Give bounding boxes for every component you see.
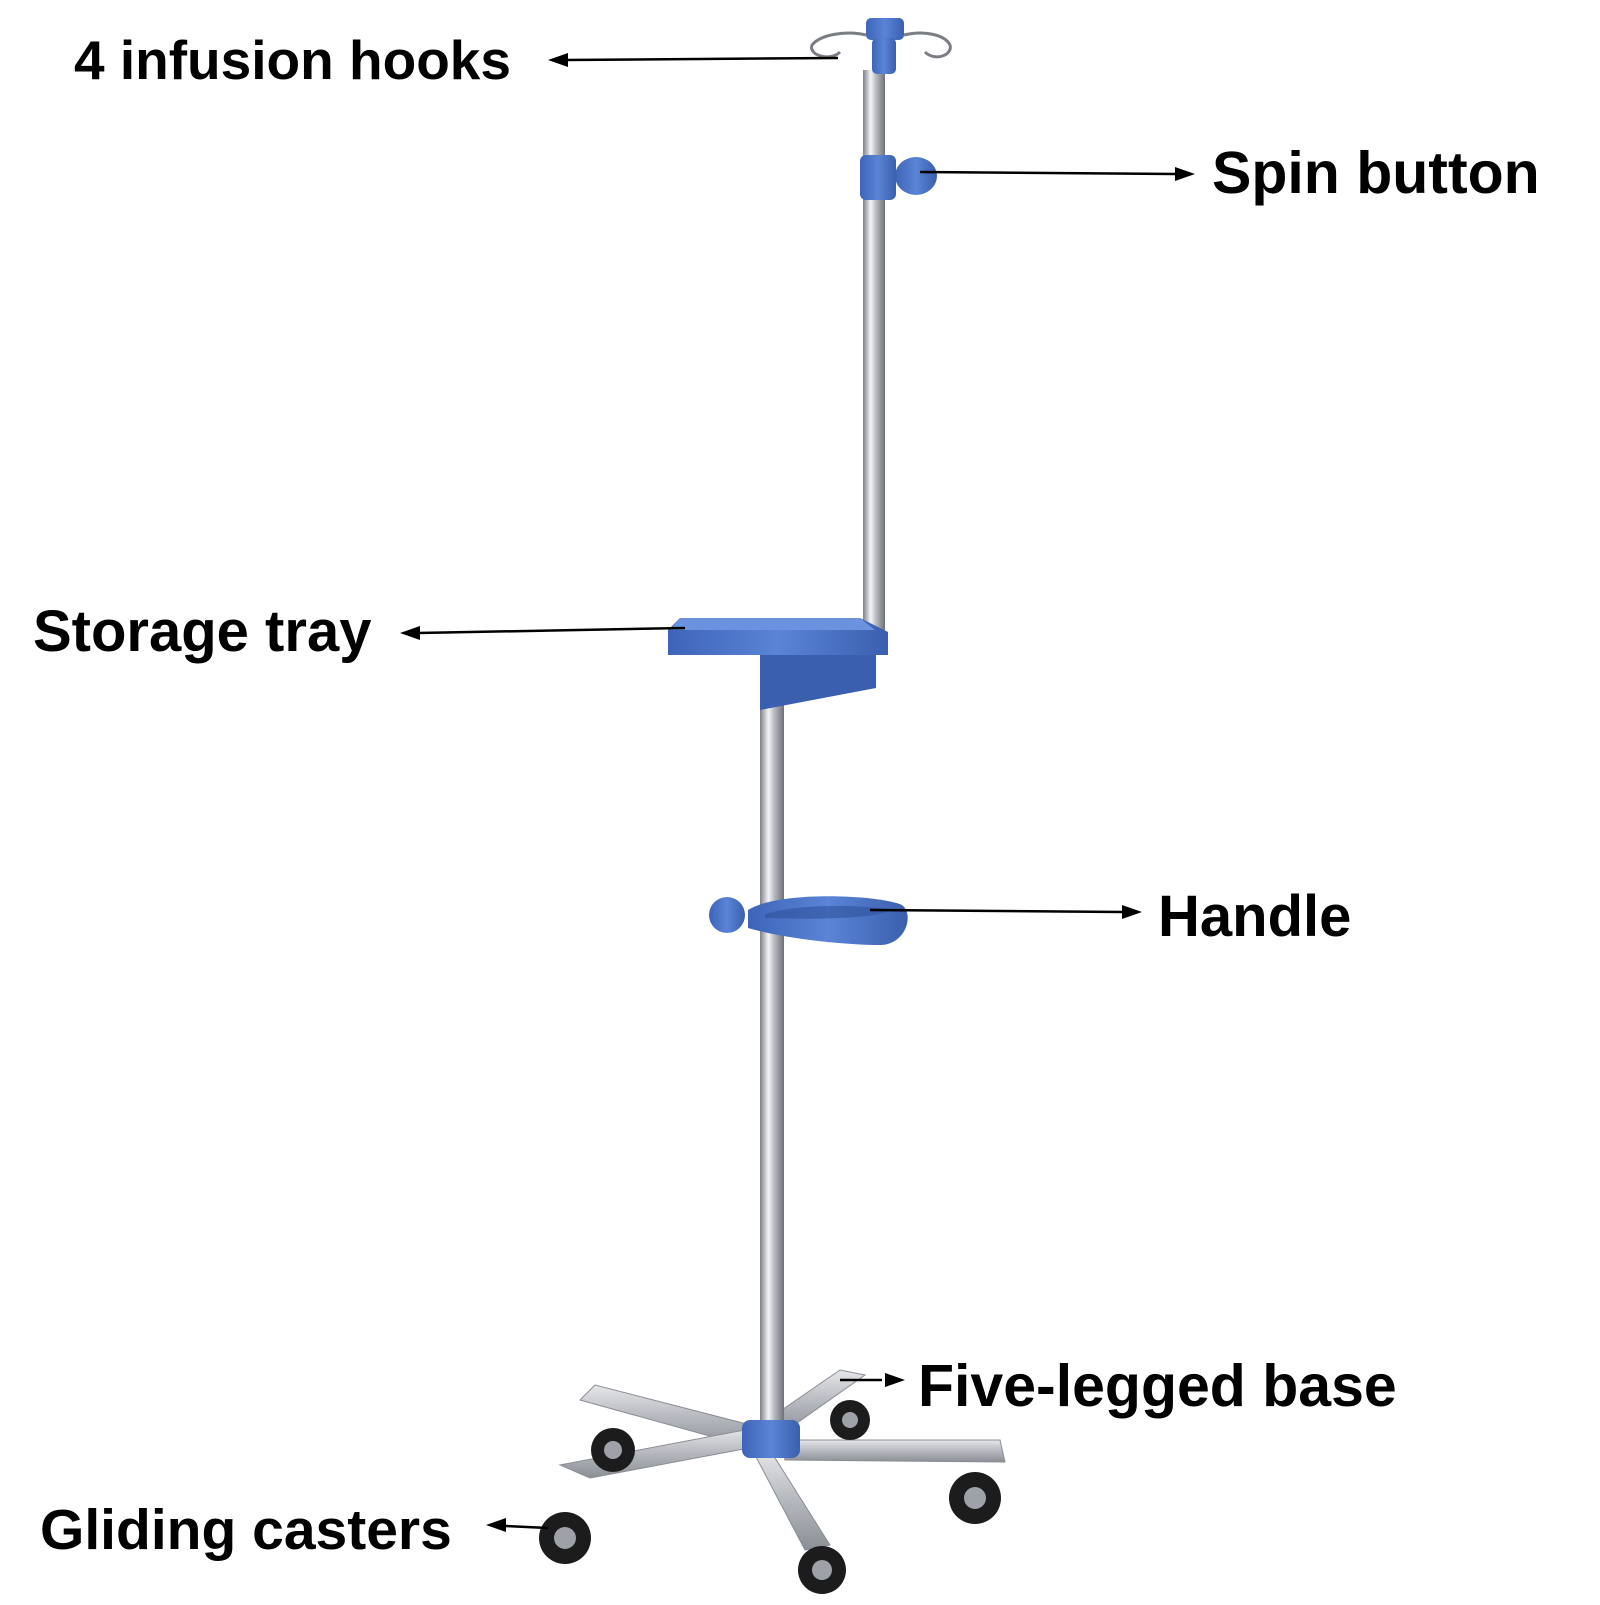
spin-button-knob — [895, 157, 937, 195]
label-gliding-casters: Gliding casters — [40, 1498, 452, 1562]
label-five-legged-base: Five-legged base — [918, 1353, 1397, 1419]
gliding-casters — [539, 1400, 1001, 1594]
label-infusion-hooks: 4 infusion hooks — [74, 29, 511, 91]
arrow-gliding-casters — [486, 1518, 549, 1532]
arrow-handle — [869, 905, 1142, 919]
arrow-storage-tray — [400, 626, 686, 640]
annotation-arrows — [400, 53, 1195, 1532]
handle — [709, 896, 908, 945]
label-spin-button: Spin button — [1212, 140, 1540, 206]
arrow-five-legged-base — [840, 1373, 905, 1387]
caster-wheel — [591, 1428, 635, 1472]
lower-pole — [760, 700, 784, 1430]
label-storage-tray: Storage tray — [33, 599, 372, 664]
caster-wheel — [949, 1472, 1001, 1524]
upper-pole — [863, 70, 885, 640]
caster-wheel — [539, 1512, 591, 1564]
arrow-infusion-hooks — [548, 53, 839, 67]
handle-knob — [709, 897, 745, 933]
label-handle: Handle — [1158, 884, 1352, 949]
base-collar — [742, 1420, 800, 1458]
five-legged-base — [558, 1369, 1006, 1551]
infusion-hooks — [810, 18, 952, 74]
storage-tray — [668, 618, 888, 710]
arrow-spin-button — [919, 167, 1195, 181]
caster-wheel — [830, 1400, 870, 1440]
caster-wheel — [798, 1546, 846, 1594]
spin-button-clamp — [860, 155, 937, 200]
